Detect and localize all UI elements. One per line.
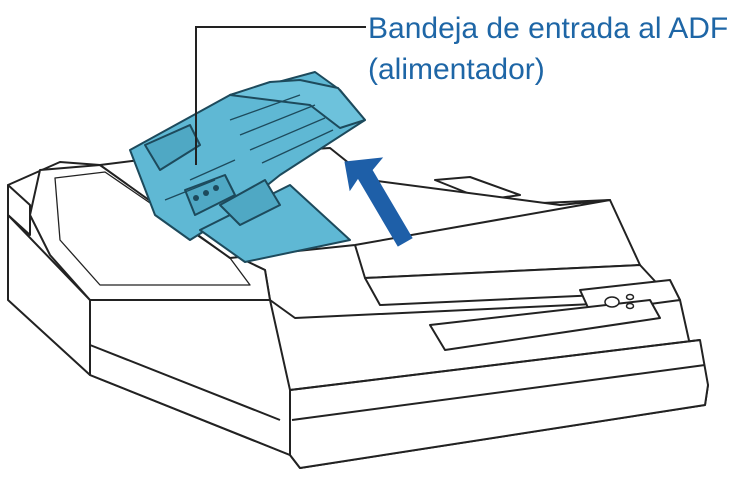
callout-line-1: Bandeja de entrada al ADF: [368, 12, 729, 45]
callout-label: Bandeja de entrada al ADF (alimentador): [368, 8, 728, 90]
control-buttons: [604, 293, 635, 310]
callout-leader-line: [195, 26, 366, 165]
adf-input-tray: [129, 71, 366, 263]
lift-arrow: [344, 157, 413, 247]
scanner-body: [7, 147, 709, 469]
callout-line-2: (alimentador): [368, 53, 545, 86]
guide-knobs: [193, 185, 219, 201]
tray-ridges: [164, 94, 334, 201]
